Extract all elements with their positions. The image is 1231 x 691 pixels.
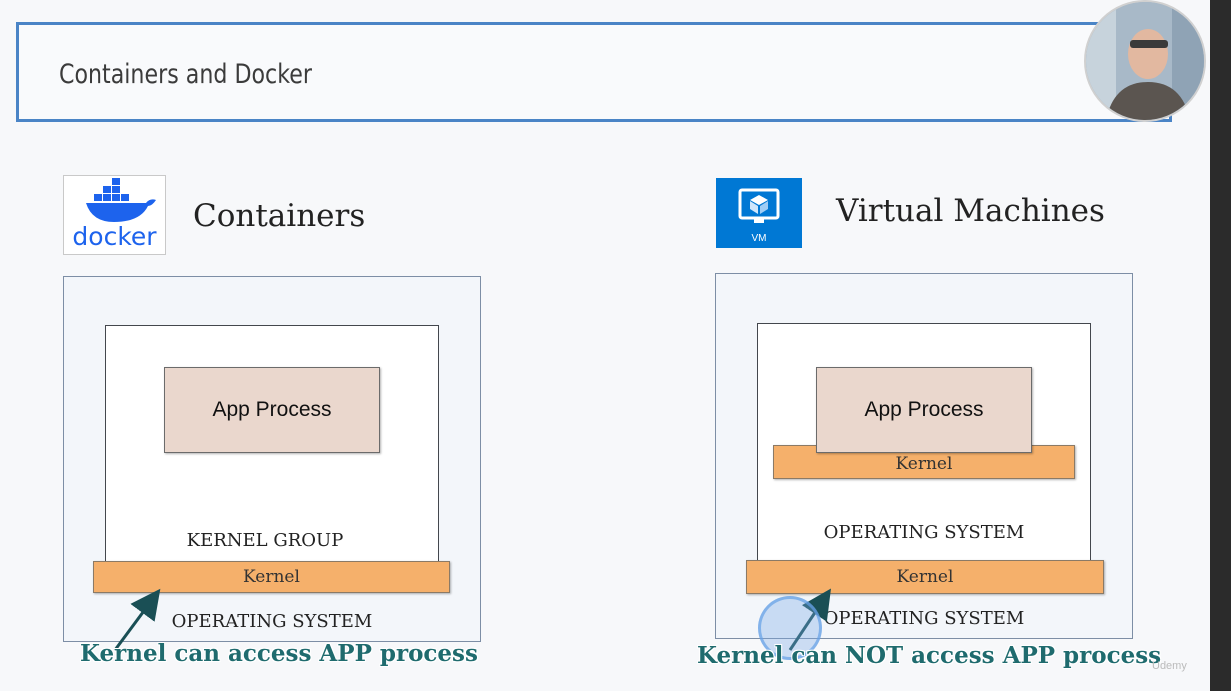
monitor-cube-icon	[738, 188, 780, 223]
udemy-watermark: Udemy	[1152, 660, 1187, 672]
docker-logo: docker	[63, 175, 166, 255]
vm-logo-text: VM	[751, 233, 767, 244]
docker-whale-icon	[86, 178, 156, 222]
app-process-box: App Process	[164, 367, 380, 453]
containers-caption: Kernel can access APP process	[80, 640, 478, 667]
vms-heading: Virtual Machines	[836, 193, 1105, 229]
host-os-label: OPERATING SYSTEM	[171, 611, 373, 632]
host-kernel-bar: Kernel	[93, 561, 450, 593]
kernel-group-label: KERNEL GROUP	[186, 530, 344, 551]
vm-logo: VM	[716, 178, 802, 248]
containers-heading: Containers	[193, 198, 366, 234]
screen-edge	[1210, 0, 1231, 691]
guest-os-label: OPERATING SYSTEM	[823, 522, 1025, 543]
vms-caption: Kernel can NOT access APP process	[697, 642, 1162, 669]
cursor-highlight	[758, 596, 822, 660]
vm-app-process-box: App Process	[816, 367, 1032, 453]
presenter-webcam	[1084, 0, 1206, 122]
containers-arrow	[113, 588, 161, 651]
docker-logo-text: docker	[72, 222, 157, 251]
vm-host-kernel-bar: Kernel	[746, 560, 1104, 594]
vm-host-os-label: OPERATING SYSTEM	[823, 608, 1025, 629]
page-title: Containers and Docker	[59, 59, 312, 90]
